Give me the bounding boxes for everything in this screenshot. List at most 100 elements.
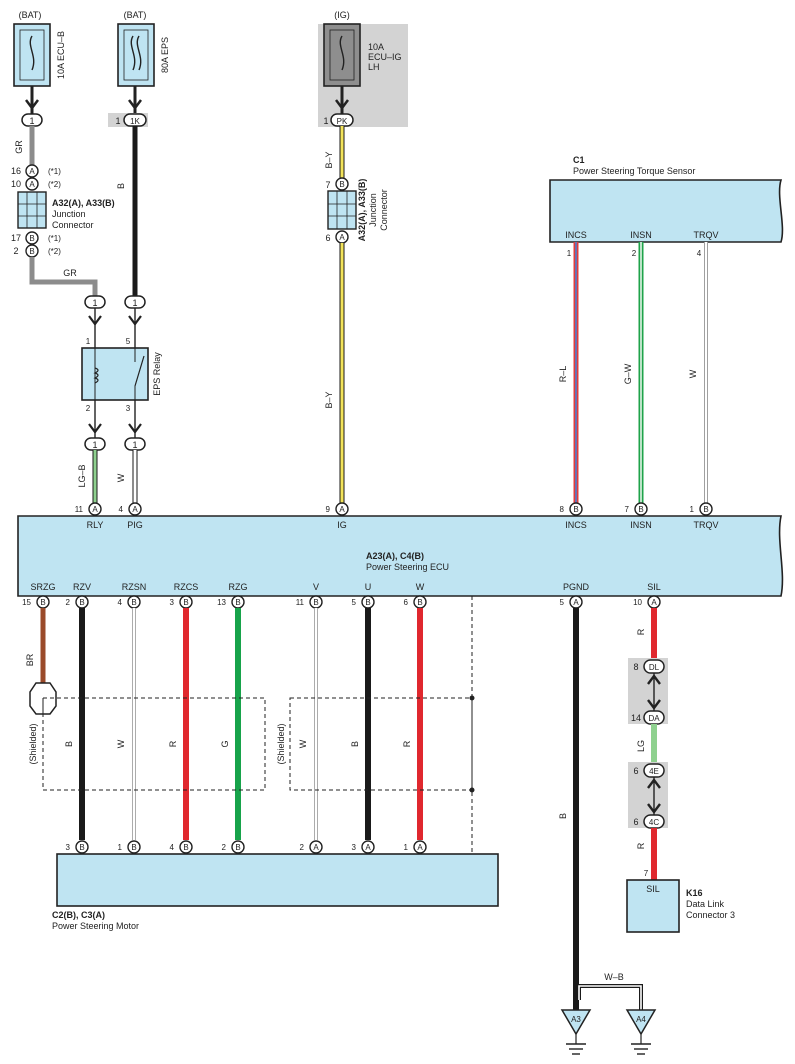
junction2-pin-6-conn: A [339,233,345,242]
shield-box-1 [42,697,266,791]
motor-code: C2(B), C3(A) [52,910,105,920]
wire-b-eps: B [116,183,126,189]
dlc-name-2: Connector 3 [686,910,735,920]
junction-pin-10: 10 [11,179,21,189]
source-bat-1: (BAT) [19,10,42,20]
pin-fuse3-conn: PK [337,117,348,126]
fuse-3-label-2: ECU–IG [368,52,402,62]
ecu-top-pin-number: 8 [560,505,565,514]
wire-br: BR [25,653,35,666]
ecu-bottom-terminal-label: SRZG [30,582,55,592]
junction-pin-10-note: (*2) [48,180,61,189]
torque-sensor-box [549,179,784,243]
junction-pin-10-conn: A [29,180,35,189]
motor-name: Power Steering Motor [52,921,139,931]
relay-pin-1: 1 [86,337,91,346]
junction-4c-num: 6 [633,817,638,827]
wire-r-sil-1: R [636,628,646,635]
pin-fuse2-num: 1 [115,116,120,126]
pin-fuse2-conn: 1K [130,117,140,126]
ecu-top-pin-number: 7 [625,505,630,514]
ecu-top-pin-connector: B [573,505,578,514]
motor-pin-number: 1 [404,843,409,852]
ecu-top-pin-number: 1 [690,505,695,514]
ecu-bottom-terminal-label: PGND [563,582,590,592]
junction-pin-2-conn: B [29,247,34,256]
ecu-bottom-terminal-label: RZSN [122,582,147,592]
ecu-bottom-pin-connector: B [313,598,318,607]
ecu-top-pin-number: 4 [119,505,124,514]
junction-center-sub1: Junction [368,193,378,227]
fuse-2-label: 80A EPS [160,37,170,73]
junction-connector-left [17,191,47,229]
wire-w-rzsn: W [116,739,126,748]
junction2-pin-7: 7 [325,180,330,190]
wire-b-u: B [350,741,360,747]
shielded-label-2: (Shielded) [276,723,286,764]
relay-pin-5: 5 [126,337,131,346]
junction-pin-16-note: (*1) [48,167,61,176]
ecu-bottom-terminal-label: RZV [73,582,91,592]
junction-pin-17-note: (*1) [48,234,61,243]
motor-pin-connector: B [235,843,240,852]
ecu-bottom-pin-connector: B [40,598,45,607]
motor-pin-number: 1 [118,843,123,852]
sensor-name: Power Steering Torque Sensor [573,166,695,176]
ecu-bottom-pin-connector: B [131,598,136,607]
junction-left-name: A32(A), A33(B) [52,198,115,208]
ground-a3-label: A3 [571,1015,581,1024]
motor-pin-number: 2 [222,843,227,852]
ecu-top-terminal-label: IG [337,520,347,530]
fuse-80a-eps [117,23,155,87]
dlc-name-1: Data Link [686,899,725,909]
junction-pin-17-conn: B [29,234,34,243]
motor-pin-number: 2 [300,843,305,852]
ecu-code: A23(A), C4(B) [366,551,424,561]
wire-g-rzg: G [220,740,230,747]
motor-pin-number: 3 [352,843,357,852]
wire-r-rzcs: R [168,740,178,747]
motor-pin-connector: B [183,843,188,852]
relay-conn-4: 1 [132,440,137,450]
wire-r-sil-2: R [636,842,646,849]
ecu-bottom-pin-connector: A [573,598,579,607]
dlc-term-sil: SIL [646,884,660,894]
junction-left-sub1: Junction [52,209,86,219]
ecu-top-pin-connector: A [92,505,98,514]
fuse-10a-ecu-b [13,23,51,87]
ecu-bottom-pin-connector: B [235,598,240,607]
ecu-top-pin-number: 11 [75,505,84,514]
wire-g-w: G–W [623,363,633,384]
sensor-code: C1 [573,155,585,165]
ecu-top-terminal-label: RLY [87,520,104,530]
wire-lg: LG [636,740,646,752]
ecu-bottom-terminal-label: RZG [229,582,248,592]
data-link-connector-3-box [626,879,680,933]
wire-w-b: W–B [604,972,624,982]
ecu-top-terminal-label: INSN [630,520,652,530]
sensor-pin-1: 1 [567,249,572,258]
ground-a4 [625,1009,657,1055]
motor-pin-connector: B [79,843,84,852]
ecu-bottom-pin-number: 10 [633,598,642,607]
dlc-pin-7: 7 [644,869,649,878]
junction-left-sub2: Connector [52,220,94,230]
ecu-bottom-pin-number: 5 [352,598,357,607]
wire-r-l: R–L [558,366,568,383]
wire-w-v: W [298,739,308,748]
fuse-10a-ecu-ig-lh [323,23,361,87]
ecu-bottom-terminal-label: U [365,582,372,592]
junction2-pin-6: 6 [325,233,330,243]
ecu-top-pin-connector: B [638,505,643,514]
junction-pin-16-conn: A [29,167,35,176]
motor-pin-number: 4 [170,843,175,852]
motor-pin-connector: A [417,843,423,852]
